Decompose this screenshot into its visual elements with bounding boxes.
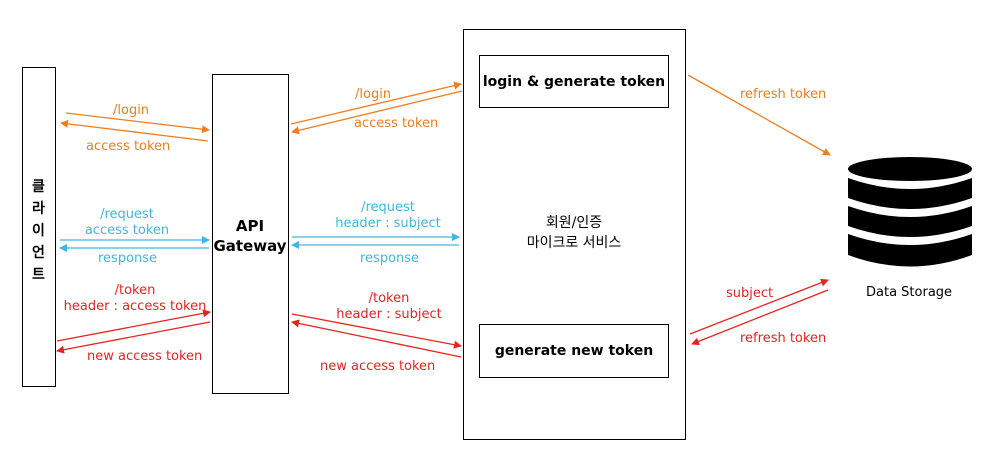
auth-service-label: 회원/인증 마이크로 서비스: [526, 215, 622, 251]
arrow-client-token: [56, 309, 211, 342]
login-generate-token-label: login & generate token: [482, 73, 666, 90]
arrow-gateway-token: [291, 313, 462, 349]
edge-label-subject: subject: [726, 286, 774, 301]
database-icon: [848, 157, 972, 267]
edge-label-client-token: /token header : access token: [63, 283, 207, 314]
client-box: 클 라 이 언 트: [22, 67, 56, 387]
arrow-gateway-new-access: [56, 321, 211, 354]
arrow-subject: [689, 278, 829, 335]
edge-label-client-request: /request access token: [84, 207, 170, 238]
arrow-service-access-token: [291, 90, 463, 135]
edge-label-gateway-response: response: [360, 251, 420, 266]
client-label: 클 라 이 언 트: [32, 179, 45, 283]
arrow-refresh-token-top: [687, 74, 831, 156]
login-generate-token-box: login & generate token: [479, 55, 669, 108]
arrow-client-login: [65, 112, 210, 134]
generate-new-token-box: generate new token: [479, 324, 669, 378]
edge-label-gateway-login: /login: [355, 87, 392, 102]
edge-label-gateway-request: /request header : subject: [335, 200, 441, 231]
edge-label-gateway-new-access-token: new access token: [320, 359, 436, 374]
edge-label-gateway-access-token: access token: [354, 116, 439, 131]
arrow-service-new-access: [291, 319, 462, 358]
arrow-refresh-token-bottom: [691, 289, 829, 346]
edge-label-client-access-token: access token: [86, 139, 171, 154]
api-gateway-label: API Gateway: [213, 217, 287, 255]
edge-label-refresh-token-bottom: refresh token: [740, 331, 827, 346]
edge-label-gateway-token: /token header : subject: [336, 291, 442, 322]
edge-label-client-login: /login: [113, 103, 150, 118]
api-gateway-box: API Gateway: [212, 74, 289, 394]
arrow-gateway-access-token: [60, 119, 209, 142]
arrow-gateway-login: [290, 81, 462, 125]
edge-label-client-response: response: [98, 251, 158, 266]
edge-label-refresh-token-top: refresh token: [740, 87, 827, 102]
generate-new-token-label: generate new token: [494, 343, 654, 359]
edge-label-client-new-access-token: new access token: [87, 349, 203, 364]
data-storage-label: Data Storage: [866, 285, 953, 300]
